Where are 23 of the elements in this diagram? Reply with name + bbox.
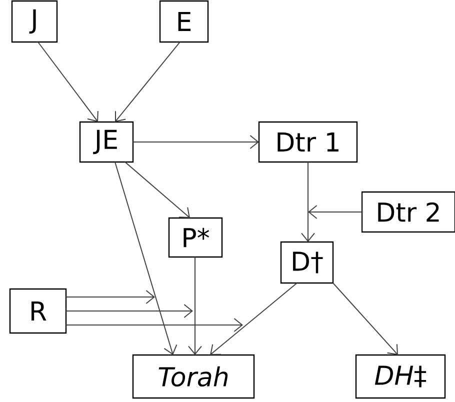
arrow: [38, 42, 98, 122]
arrow: [332, 282, 398, 355]
arrow: [66, 304, 193, 318]
arrow: [124, 162, 190, 218]
text-box: Dtr 2: [361, 191, 455, 233]
text-box: P*: [168, 217, 223, 258]
arrow: [66, 318, 243, 332]
text-box: D†: [280, 241, 334, 284]
text-box: R: [9, 288, 67, 334]
text-box: J: [11, 0, 58, 43]
arrow: [66, 290, 155, 304]
arrow: [115, 42, 180, 122]
arrow: [210, 282, 298, 355]
text-box: DH‡: [355, 354, 446, 399]
arrow: [301, 162, 315, 242]
arrow: [132, 135, 259, 149]
text-box: Dtr 1: [258, 121, 358, 163]
text-box: JE: [79, 121, 134, 163]
text-box: E: [159, 0, 209, 43]
arrow: [188, 256, 202, 355]
arrow: [114, 162, 178, 355]
text-box: Torah: [132, 354, 255, 399]
arrow: [308, 205, 362, 219]
